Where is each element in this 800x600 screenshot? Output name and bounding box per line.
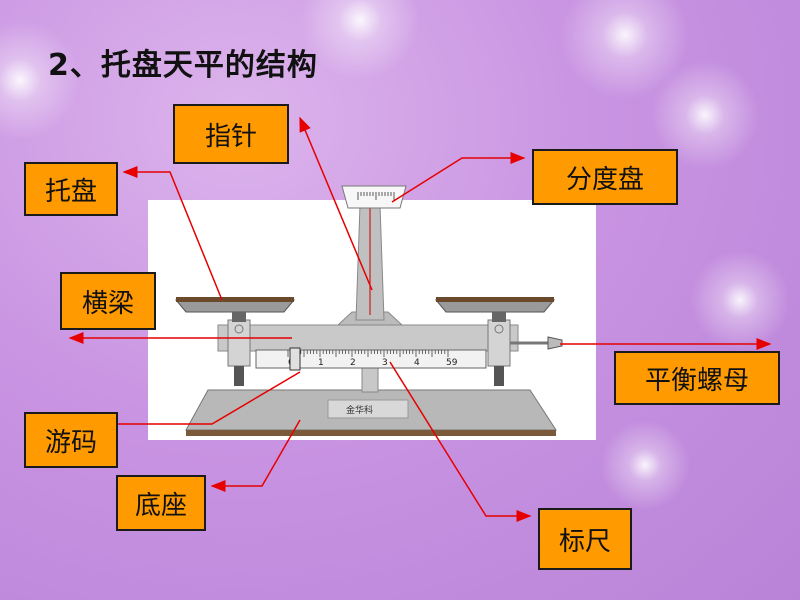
label-tray: 托盘	[24, 162, 118, 216]
label-rider: 游码	[24, 412, 118, 468]
label-base: 底座	[116, 475, 206, 531]
arrow-dial	[391, 152, 526, 203]
label-beam: 横梁	[60, 272, 156, 330]
page-title: 2、托盘天平的结构	[48, 48, 318, 83]
balance-illustration: 金华科 0 1 2 3 4 59	[148, 185, 596, 440]
tick-label: 59	[446, 358, 458, 368]
tick-label: 4	[414, 358, 420, 368]
label-balance-nut: 平衡螺母	[614, 351, 780, 405]
label-pointer: 指针	[173, 104, 289, 164]
tick-label: 2	[350, 358, 356, 368]
brand-text: 金华科	[346, 404, 373, 416]
label-dial: 分度盘	[532, 149, 678, 205]
tick-label: 3	[382, 358, 388, 368]
label-scale-ruler: 标尺	[538, 508, 632, 570]
rider-block	[289, 347, 301, 371]
dial-face	[341, 185, 407, 209]
balance-drawing: 金华科 0 1 2 3 4 59	[174, 185, 563, 436]
tick-label: 1	[318, 358, 324, 368]
